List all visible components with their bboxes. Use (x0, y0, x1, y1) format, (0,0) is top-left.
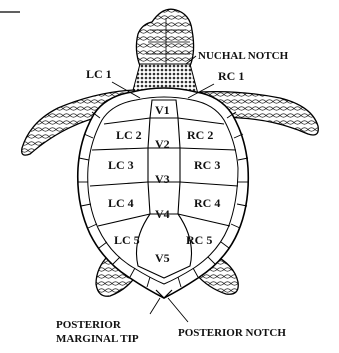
posterior-notch-label: POSTERIOR NOTCH (178, 327, 286, 339)
rc3-label: RC 3 (194, 158, 220, 172)
v3-label: V3 (155, 172, 170, 186)
turtle-head (136, 9, 193, 66)
lc3-label: LC 3 (108, 158, 134, 172)
rc1-label: RC 1 (218, 69, 244, 83)
rc2-label: RC 2 (187, 128, 213, 142)
rc4-label: RC 4 (194, 196, 220, 210)
nuchal-notch-label: NUCHAL NOTCH (198, 50, 289, 62)
lc1-label: LC 1 (86, 67, 112, 81)
v4-label: V4 (155, 207, 170, 221)
lc4-label: LC 4 (108, 196, 134, 210)
rc5-label: RC 5 (186, 233, 212, 247)
posterior-marginal-tip-leader (150, 298, 160, 314)
posterior-notch-leader (168, 298, 188, 322)
v5-label: V5 (155, 251, 170, 265)
posterior-marginal-tip-label-line1: POSTERIOR (56, 319, 122, 331)
v2-label: V2 (155, 137, 170, 151)
posterior-marginal-tip-label-line2: MARGINAL TIP (56, 333, 139, 345)
lc5-label: LC 5 (114, 233, 140, 247)
v1-label: V1 (155, 103, 170, 117)
lc2-label: LC 2 (116, 128, 142, 142)
